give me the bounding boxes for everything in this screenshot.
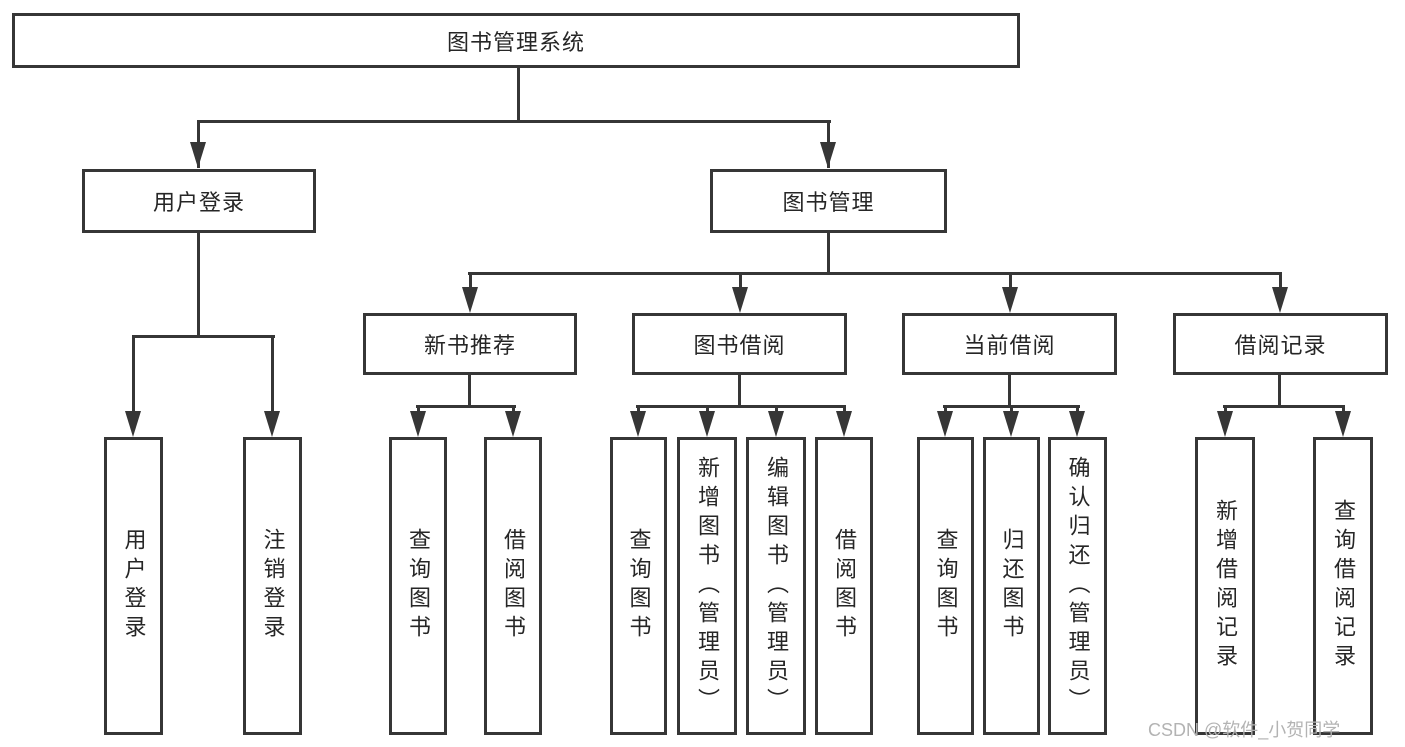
node-label: 图书管理系统 (446, 29, 585, 55)
leaf-label: 查询图书 (406, 528, 431, 644)
node-label: 借阅记录 (1234, 333, 1327, 358)
leaf-label: 新增借阅记录 (1213, 499, 1238, 673)
leaf-node-add-borrow-record: 新增借阅记录 (1195, 437, 1255, 735)
leaf-node-logout: 注销登录 (243, 437, 302, 735)
connector-vline (132, 335, 135, 415)
arrowhead-icon (190, 142, 206, 168)
arrowhead-icon (1003, 411, 1019, 437)
node-library-system: 图书管理系统 (12, 13, 1020, 68)
node-new-book-recommend: 新书推荐 (363, 313, 577, 375)
connector-hline (636, 405, 846, 408)
node-book-borrowing: 图书借阅 (632, 313, 847, 375)
leaf-label: 查询图书 (933, 528, 959, 644)
connector-vline (739, 272, 742, 290)
leaf-node-add-books-admin: 新增图书（管理员） (677, 437, 737, 735)
connector-vline (738, 375, 741, 407)
node-current-borrowing: 当前借阅 (902, 313, 1117, 375)
leaf-node-confirm-return-admin: 确认归还（管理员） (1048, 437, 1107, 735)
connector-vline (706, 405, 709, 413)
leaf-label: 用户登录 (121, 528, 147, 644)
connector-vline (517, 68, 520, 120)
arrowhead-icon (937, 411, 953, 437)
node-label: 图书借阅 (693, 333, 786, 358)
node-label: 新书推荐 (423, 333, 516, 358)
arrowhead-icon (462, 287, 478, 313)
connector-vline (512, 405, 515, 413)
arrowhead-icon (1272, 287, 1288, 313)
leaf-node-edit-books-admin: 编辑图书（管理员） (746, 437, 806, 735)
arrowhead-icon (1335, 411, 1351, 437)
arrowhead-icon (732, 287, 748, 313)
leaf-node-borrow-books-recommend: 借阅图书 (484, 437, 542, 735)
connector-vline (197, 233, 200, 337)
arrowhead-icon (836, 411, 852, 437)
arrowhead-icon (820, 142, 836, 168)
arrowhead-icon (125, 411, 141, 437)
connector-vline (1009, 272, 1012, 290)
leaf-label: 编辑图书（管理员） (764, 455, 789, 717)
connector-vline (417, 405, 420, 413)
node-label: 当前借阅 (963, 333, 1056, 358)
leaf-node-query-books-borrowing: 查询图书 (610, 437, 667, 735)
arrowhead-icon (699, 411, 715, 437)
arrowhead-icon (768, 411, 784, 437)
leaf-label: 归还图书 (999, 528, 1025, 644)
connector-vline (1342, 405, 1345, 413)
connector-vline (469, 272, 472, 290)
connector-vline (827, 233, 830, 274)
connector-vline (843, 405, 846, 413)
arrowhead-icon (264, 411, 280, 437)
leaf-node-query-books-current: 查询图书 (917, 437, 974, 735)
leaf-node-query-books-recommend: 查询图书 (389, 437, 447, 735)
leaf-node-user-login: 用户登录 (104, 437, 163, 735)
connector-vline (944, 405, 947, 413)
connector-vline (468, 375, 471, 407)
arrowhead-icon (1002, 287, 1018, 313)
connector-hline (1223, 405, 1345, 408)
leaf-label: 注销登录 (260, 528, 286, 644)
connector-vline (1076, 405, 1079, 413)
arrowhead-icon (1069, 411, 1085, 437)
connector-hline (197, 120, 831, 123)
leaf-node-return-books: 归还图书 (983, 437, 1040, 735)
connector-vline (1010, 405, 1013, 413)
node-label: 图书管理 (782, 190, 875, 215)
connector-vline (1224, 405, 1227, 413)
connector-vline (775, 405, 778, 413)
leaf-label: 查询图书 (626, 528, 652, 644)
connector-hline (468, 272, 1282, 275)
arrowhead-icon (410, 411, 426, 437)
leaf-label: 借阅图书 (832, 528, 857, 644)
arrowhead-icon (1217, 411, 1233, 437)
connector-hline (416, 405, 516, 408)
node-label: 用户登录 (152, 190, 245, 215)
leaf-label: 查询借阅记录 (1331, 499, 1356, 673)
leaf-label: 确认归还（管理员） (1065, 455, 1091, 717)
arrowhead-icon (630, 411, 646, 437)
node-borrowing-records: 借阅记录 (1173, 313, 1388, 375)
leaf-label: 新增图书（管理员） (695, 455, 720, 717)
connector-vline (1279, 272, 1282, 290)
leaf-label: 借阅图书 (501, 528, 526, 644)
connector-vline (637, 405, 640, 413)
node-book-management: 图书管理 (710, 169, 947, 233)
arrowhead-icon (505, 411, 521, 437)
connector-vline (1008, 375, 1011, 407)
leaf-node-borrow-books-borrowing: 借阅图书 (815, 437, 873, 735)
connector-vline (271, 335, 274, 415)
watermark-text: CSDN @软件_小贺同学 (1148, 720, 1341, 740)
connector-vline (1278, 375, 1281, 407)
node-user-login: 用户登录 (82, 169, 316, 233)
leaf-node-query-borrow-record: 查询借阅记录 (1313, 437, 1373, 735)
connector-hline (132, 335, 275, 338)
